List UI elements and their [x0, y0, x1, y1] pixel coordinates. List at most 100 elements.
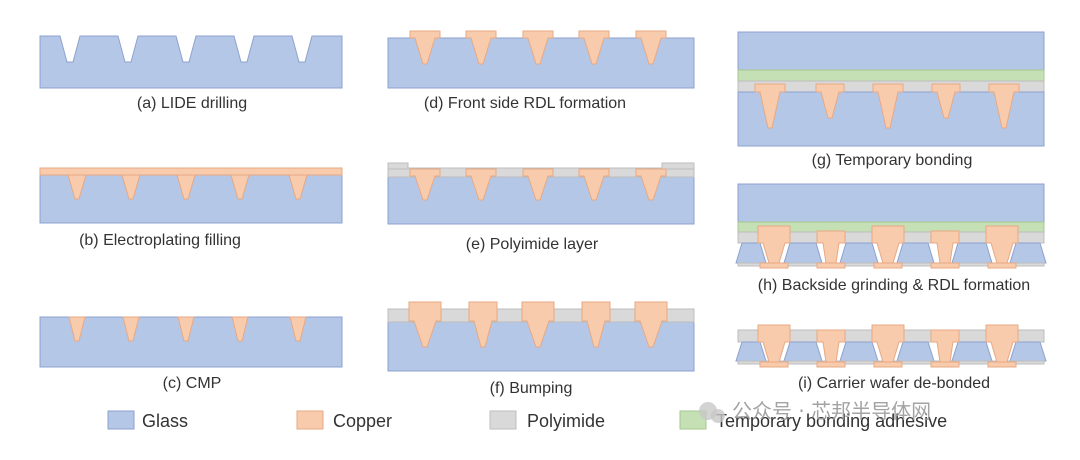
copper-via-pad: [522, 168, 554, 201]
legend-swatch-adhesive: [679, 410, 707, 430]
step-f: (f) Bumping: [387, 301, 695, 397]
copper-via-pad: [581, 301, 611, 348]
copper-via: [68, 316, 86, 342]
copper-via-pad: [634, 301, 668, 348]
glass-segment: [896, 242, 935, 264]
glass-segment: [1009, 242, 1047, 264]
copper-vias: [68, 316, 307, 342]
copper-via-pad: [409, 168, 441, 201]
step-caption: (a) LIDE drilling: [137, 95, 247, 112]
step-h: (h) Backside grinding & RDL formation: [735, 183, 1047, 294]
step-caption: (i) Carrier wafer de-bonded: [798, 375, 990, 392]
copper-backside-pad: [987, 361, 1017, 368]
glass-segment: [951, 341, 993, 362]
copper-via: [815, 83, 845, 119]
copper-via-pad: [635, 168, 667, 201]
copper-via: [289, 316, 307, 342]
copper-via: [176, 174, 196, 200]
step-caption: (e) Polyimide layer: [466, 236, 599, 253]
carrier-wafer: [737, 31, 1045, 71]
glass-segment: [783, 242, 823, 264]
wechat-icon-bubble: [711, 409, 725, 423]
copper-rdl-vias: [409, 30, 667, 65]
copper-via-pad: [409, 30, 441, 65]
copper-via: [931, 83, 961, 119]
step-c: (c) CMP: [39, 316, 343, 392]
copper-via: [288, 174, 308, 200]
copper-backside-pad: [930, 361, 960, 368]
copper-via-pad: [465, 30, 497, 65]
legend-label-copper: Copper: [333, 411, 392, 431]
copper-via-pad: [408, 301, 442, 348]
copper-via: [988, 83, 1020, 129]
copper-backside-pad: [987, 262, 1017, 269]
glass-segment: [896, 341, 935, 362]
copper-via: [816, 230, 846, 264]
copper-backside-pad: [873, 361, 903, 368]
polyimide-step: [661, 162, 695, 170]
copper-vias: [67, 174, 308, 200]
glass-substrate: [39, 35, 343, 89]
step-e: (e) Polyimide layer: [387, 162, 695, 253]
copper-via-pad: [468, 301, 498, 348]
step-caption: (h) Backside grinding & RDL formation: [758, 277, 1030, 294]
step-caption: (b) Electroplating filling: [79, 232, 241, 249]
step-caption: (g) Temporary bonding: [812, 152, 973, 169]
copper-backside-pad: [759, 262, 789, 269]
glass-segment: [783, 341, 823, 362]
copper-backside-pad: [759, 361, 789, 368]
step-caption: (f) Bumping: [490, 380, 573, 397]
legend-label-glass: Glass: [142, 411, 188, 431]
legend: Glass Copper Polyimide Temporary bonding…: [107, 410, 947, 431]
copper-rdl-vias: [409, 168, 667, 201]
copper-via-pad: [578, 30, 610, 65]
copper-via: [122, 316, 140, 342]
copper-backside-pad: [873, 262, 903, 269]
legend-swatch-polyimide: [489, 410, 517, 430]
copper-via: [872, 83, 904, 129]
glass-segment: [839, 341, 879, 362]
copper-via: [230, 174, 250, 200]
copper-backside-pad: [816, 262, 846, 269]
copper-via: [177, 316, 195, 342]
thinned-glass-segments: [735, 341, 1047, 362]
step-b: (b) Electroplating filling: [39, 167, 343, 249]
copper-via: [754, 83, 786, 129]
copper-via-pad: [521, 301, 555, 348]
copper-bumps: [408, 301, 668, 348]
copper-via-pad: [578, 168, 610, 201]
temporary-bonding-adhesive: [737, 69, 1045, 82]
step-caption: (c) CMP: [163, 375, 222, 392]
polyimide-step: [387, 162, 409, 170]
step-a: (a) LIDE drilling: [39, 35, 343, 112]
copper-vias: [754, 83, 1020, 129]
copper-seed-layer: [39, 167, 343, 176]
step-g: (g) Temporary bonding: [737, 31, 1045, 169]
watermark: 公众号 · 芯邦半导体网: [699, 399, 931, 423]
copper-via: [67, 174, 87, 200]
copper-backside-pad: [930, 262, 960, 269]
glass-segment: [735, 341, 767, 362]
glass-segment: [839, 242, 879, 264]
glass-segment: [735, 242, 767, 264]
copper-vias: [757, 225, 1019, 269]
step-i: (i) Carrier wafer de-bonded: [735, 324, 1047, 392]
legend-swatch-copper: [296, 410, 324, 430]
copper-via: [121, 174, 141, 200]
step-caption: (d) Front side RDL formation: [424, 95, 626, 112]
carrier-wafer: [737, 183, 1045, 223]
step-d: (d) Front side RDL formation: [387, 30, 695, 112]
legend-swatch-glass: [107, 410, 135, 430]
glass-segment: [1009, 341, 1047, 362]
legend-label-polyimide: Polyimide: [527, 411, 605, 431]
legend-label-adhesive: Temporary bonding adhesive: [716, 411, 947, 431]
copper-vias: [757, 324, 1019, 368]
copper-via-pad: [522, 30, 554, 65]
glass-segment: [951, 242, 993, 264]
watermark-text: 公众号 · 芯邦半导体网: [732, 399, 931, 423]
copper-via: [231, 316, 249, 342]
copper-via-pad: [465, 168, 497, 201]
copper-via-pad: [635, 30, 667, 65]
copper-backside-pad: [816, 361, 846, 368]
